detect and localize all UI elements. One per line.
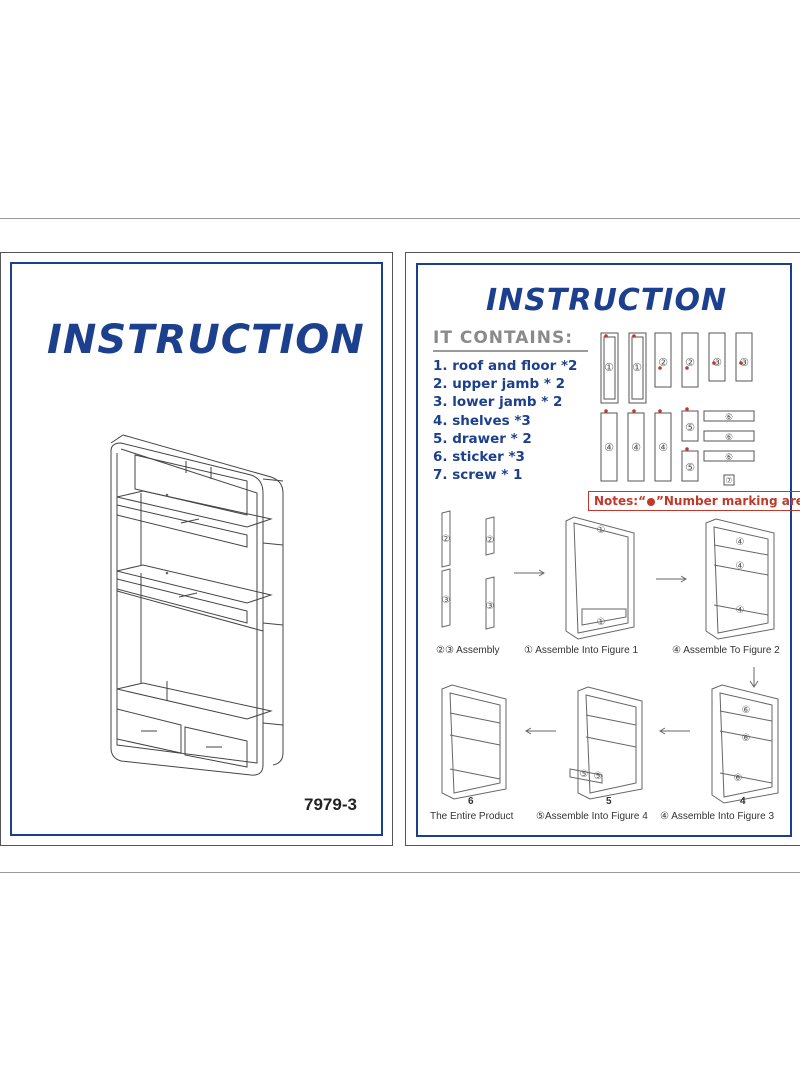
left-page: INSTRUCTION xyxy=(0,252,393,846)
step-caption: ⑤Assemble Into Figure 4 xyxy=(536,811,648,822)
bottom-separator xyxy=(0,872,800,873)
model-number: 7979-3 xyxy=(304,795,357,814)
part-label: ⑤ xyxy=(685,461,695,474)
part-label: ⑥ xyxy=(725,433,733,443)
part-label: ④ xyxy=(658,441,668,454)
part-label: ② xyxy=(486,535,495,546)
left-page-frame xyxy=(10,262,383,836)
step-caption: ① Assemble Into Figure 1 xyxy=(524,645,639,656)
part-label: ① xyxy=(597,617,606,628)
parts-diagram: ① ① ② ② ③ ③ ④ ④ ④ ⑤ ⑤ ⑥ ⑥ ⑥ ⑦ xyxy=(406,253,800,845)
contains-underline xyxy=(433,350,588,352)
step-number: 5 xyxy=(606,796,612,807)
part-label: ④ xyxy=(736,537,745,548)
part-label: ④ xyxy=(736,561,745,572)
part-label: ① xyxy=(604,361,614,374)
part-label: ① xyxy=(597,525,606,536)
step-number: 4 xyxy=(740,796,746,807)
part-label: ③ xyxy=(739,356,749,369)
left-page-title: INSTRUCTION xyxy=(47,317,365,363)
part-item: 4. shelves *3 xyxy=(433,412,531,429)
part-label: ⑤ xyxy=(594,771,603,782)
part-label: ③ xyxy=(442,595,451,606)
assembly-steps-diagram: ② ③ ② ③ ① ① ④ ④ ④ ⑥ ⑥ ⑥ ⑤ ⑤ xyxy=(406,253,800,845)
right-page-title: INSTRUCTION xyxy=(486,283,728,318)
red-dot-icon xyxy=(647,497,655,506)
notes-box: Notes:“ ”Number marking area xyxy=(588,491,800,511)
part-label: ③ xyxy=(486,601,495,612)
part-item: 7. screw * 1 xyxy=(433,467,523,484)
part-label: ⑤ xyxy=(685,421,695,434)
part-label: ④ xyxy=(604,441,614,454)
part-item: 5. drawer * 2 xyxy=(433,430,532,447)
part-item: 6. sticker *3 xyxy=(433,448,525,465)
part-label: ⑥ xyxy=(734,773,743,784)
part-label: ③ xyxy=(712,356,722,369)
shelf-unit-illustration xyxy=(1,253,392,845)
top-separator xyxy=(0,218,800,219)
part-label: ⑤ xyxy=(580,769,589,780)
notes-prefix: Notes:“ xyxy=(594,494,646,508)
part-label: ① xyxy=(632,361,642,374)
part-label: ⑥ xyxy=(725,413,733,423)
part-label: ⑦ xyxy=(725,476,732,485)
part-label: ⑥ xyxy=(742,705,751,716)
step-caption: ②③ Assembly xyxy=(436,645,500,656)
notes-suffix: ”Number marking area xyxy=(656,494,800,508)
part-label: ④ xyxy=(736,605,745,616)
step-caption: The Entire Product xyxy=(430,811,514,822)
step-number: 6 xyxy=(468,796,474,807)
part-label: ⑥ xyxy=(725,453,733,463)
contains-heading: IT CONTAINS: xyxy=(433,328,574,348)
part-item: 2. upper jamb * 2 xyxy=(433,376,565,393)
right-page-frame xyxy=(416,263,792,837)
part-label: ② xyxy=(658,356,668,369)
step-caption: ④ Assemble Into Figure 3 xyxy=(660,811,775,822)
parts-list: 1. roof and floor *2 2. upper jamb * 2 3… xyxy=(433,357,577,484)
part-label: ② xyxy=(442,534,451,545)
part-label: ⑥ xyxy=(742,733,751,744)
step-caption: ④ Assemble To Figure 2 xyxy=(672,645,780,656)
part-label: ④ xyxy=(631,441,641,454)
part-item: 1. roof and floor *2 xyxy=(433,358,578,374)
part-item: 3. lower jamb * 2 xyxy=(433,394,563,411)
part-label: ② xyxy=(685,356,695,369)
right-page: INSTRUCTION IT CONTAINS: 1. roof and flo… xyxy=(405,252,800,846)
